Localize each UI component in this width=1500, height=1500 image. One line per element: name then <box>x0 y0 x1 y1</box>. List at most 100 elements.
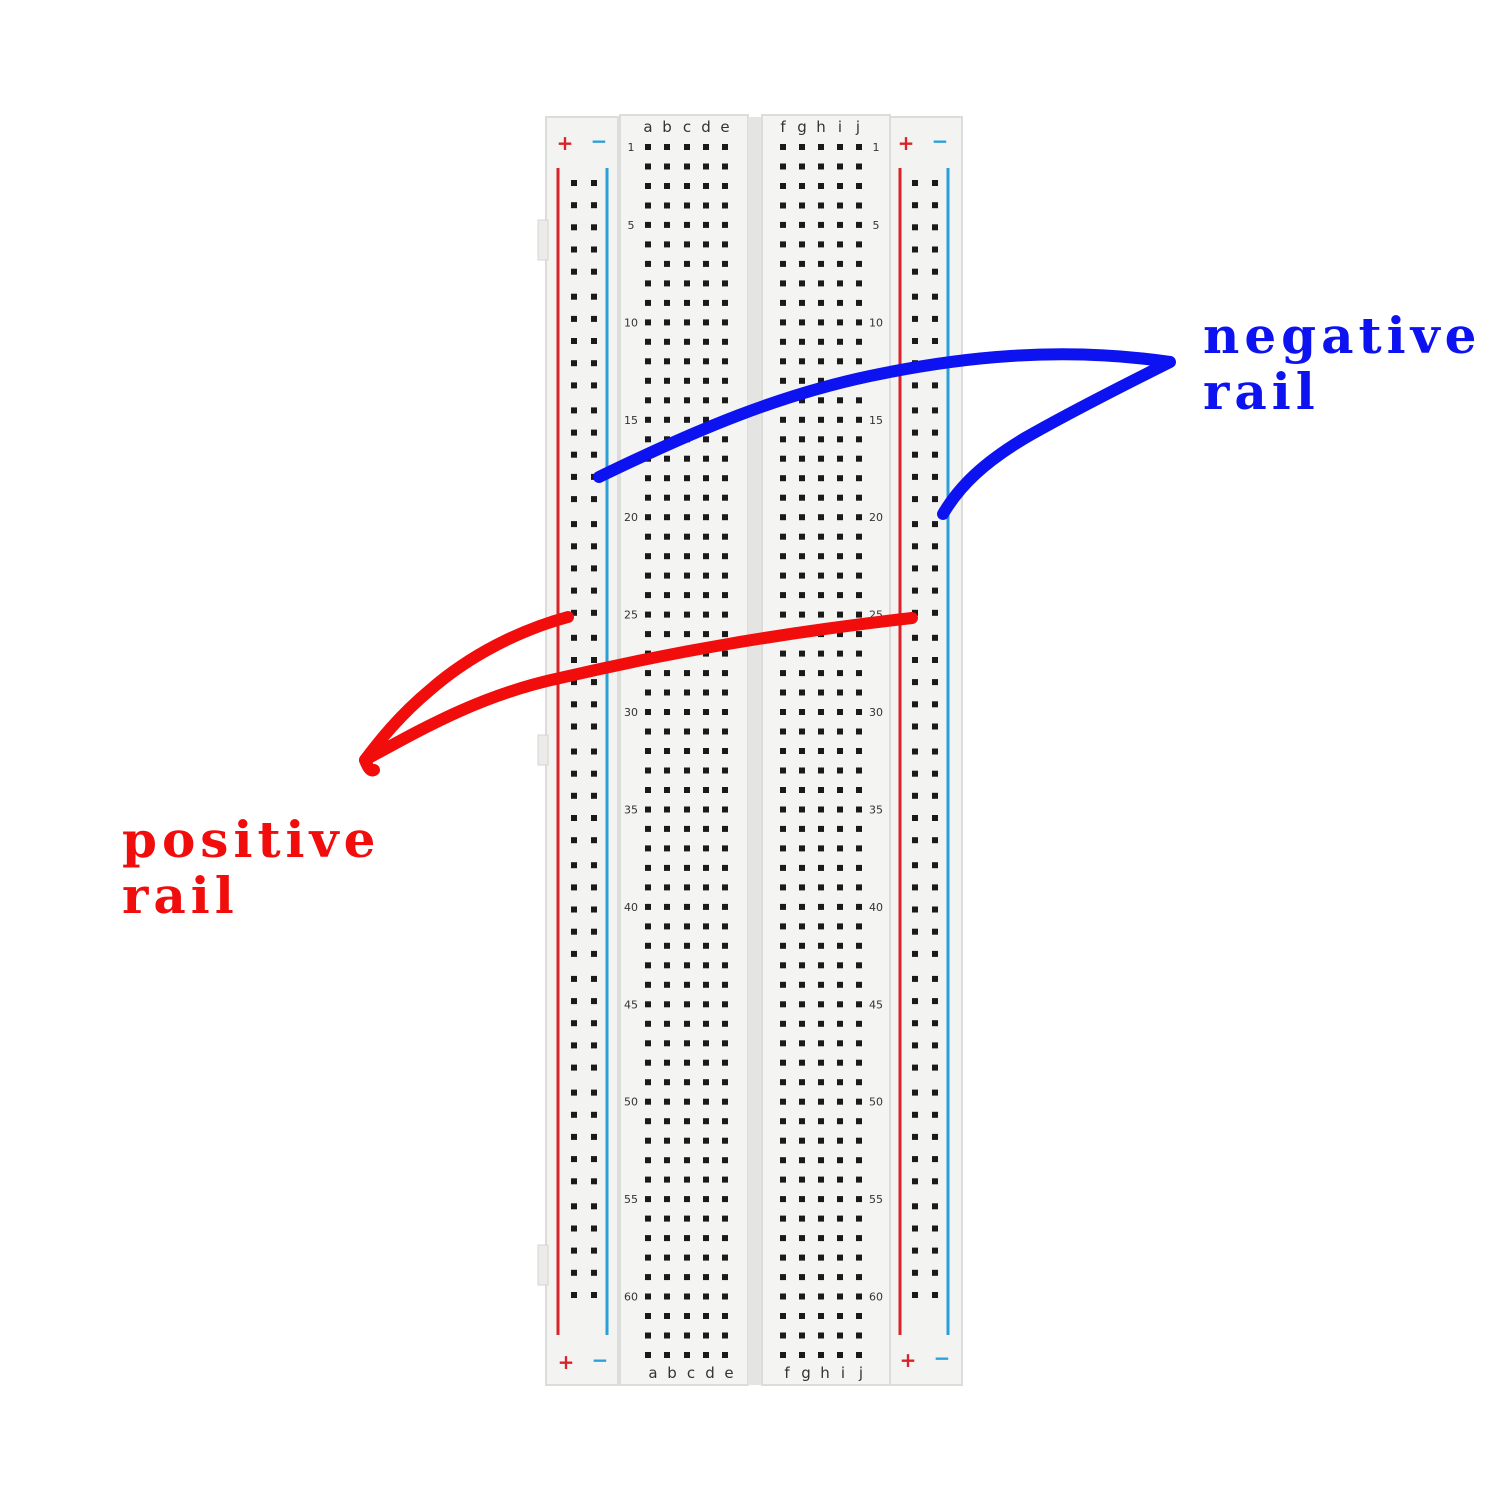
breadboard-hole[interactable] <box>684 1020 690 1027</box>
breadboard-hole[interactable] <box>645 1098 651 1105</box>
breadboard-hole[interactable] <box>684 260 690 267</box>
breadboard-hole[interactable] <box>932 268 938 275</box>
breadboard-hole[interactable] <box>837 533 843 540</box>
breadboard-hole[interactable] <box>818 1176 824 1183</box>
breadboard-hole[interactable] <box>912 521 918 528</box>
breadboard-hole[interactable] <box>799 1196 805 1203</box>
breadboard-hole[interactable] <box>837 1313 843 1319</box>
breadboard-hole[interactable] <box>780 358 786 365</box>
breadboard-hole[interactable] <box>932 382 938 389</box>
breadboard-hole[interactable] <box>856 1020 862 1027</box>
breadboard-hole[interactable] <box>856 1137 862 1144</box>
breadboard-hole[interactable] <box>571 1042 577 1049</box>
breadboard-hole[interactable] <box>837 825 843 832</box>
breadboard-hole[interactable] <box>684 942 690 949</box>
breadboard-hole[interactable] <box>818 728 824 735</box>
breadboard-hole[interactable] <box>856 670 862 677</box>
breadboard-hole[interactable] <box>664 358 670 365</box>
breadboard-hole[interactable] <box>912 224 918 231</box>
breadboard-hole[interactable] <box>799 377 805 384</box>
breadboard-hole[interactable] <box>645 183 651 189</box>
breadboard-hole[interactable] <box>703 514 709 521</box>
breadboard-hole[interactable] <box>722 767 728 774</box>
breadboard-hole[interactable] <box>932 770 938 777</box>
breadboard-hole[interactable] <box>932 1042 938 1049</box>
breadboard-hole[interactable] <box>912 1064 918 1071</box>
breadboard-hole[interactable] <box>722 1059 728 1066</box>
breadboard-hole[interactable] <box>780 806 786 813</box>
breadboard-hole[interactable] <box>780 338 786 345</box>
breadboard-hole[interactable] <box>932 998 938 1005</box>
breadboard-hole[interactable] <box>912 293 918 300</box>
breadboard-hole[interactable] <box>684 767 690 774</box>
breadboard-hole[interactable] <box>780 1235 786 1242</box>
breadboard-hole[interactable] <box>703 1157 709 1164</box>
breadboard-hole[interactable] <box>799 241 805 248</box>
breadboard-hole[interactable] <box>684 981 690 988</box>
breadboard-hole[interactable] <box>780 884 786 891</box>
breadboard-hole[interactable] <box>799 884 805 891</box>
breadboard-hole[interactable] <box>684 884 690 891</box>
breadboard-hole[interactable] <box>818 787 824 793</box>
breadboard-hole[interactable] <box>684 163 690 170</box>
breadboard-hole[interactable] <box>837 1332 843 1339</box>
breadboard-hole[interactable] <box>645 962 651 969</box>
breadboard-hole[interactable] <box>684 845 690 852</box>
breadboard-hole[interactable] <box>684 709 690 715</box>
breadboard-hole[interactable] <box>664 377 670 384</box>
breadboard-hole[interactable] <box>780 962 786 969</box>
breadboard-hole[interactable] <box>837 1352 843 1358</box>
breadboard-hole[interactable] <box>780 299 786 306</box>
breadboard-hole[interactable] <box>645 1293 651 1300</box>
breadboard-hole[interactable] <box>780 923 786 930</box>
breadboard-hole[interactable] <box>645 1215 651 1222</box>
breadboard-hole[interactable] <box>722 592 728 599</box>
breadboard-hole[interactable] <box>799 416 805 423</box>
breadboard-hole[interactable] <box>664 845 670 852</box>
breadboard-hole[interactable] <box>591 609 597 616</box>
breadboard-hole[interactable] <box>818 1215 824 1222</box>
breadboard-hole[interactable] <box>837 202 843 209</box>
breadboard-hole[interactable] <box>703 377 709 384</box>
breadboard-hole[interactable] <box>799 709 805 715</box>
breadboard-hole[interactable] <box>856 397 862 404</box>
breadboard-hole[interactable] <box>571 1292 577 1298</box>
breadboard-hole[interactable] <box>591 770 597 777</box>
breadboard-hole[interactable] <box>799 1157 805 1164</box>
breadboard-hole[interactable] <box>664 592 670 599</box>
breadboard-hole[interactable] <box>645 864 651 871</box>
breadboard-hole[interactable] <box>818 962 824 969</box>
breadboard-hole[interactable] <box>645 1137 651 1144</box>
breadboard-hole[interactable] <box>912 1042 918 1049</box>
breadboard-hole[interactable] <box>571 609 577 616</box>
breadboard-hole[interactable] <box>722 884 728 891</box>
breadboard-hole[interactable] <box>780 825 786 832</box>
breadboard-hole[interactable] <box>684 806 690 813</box>
breadboard-hole[interactable] <box>664 806 670 813</box>
breadboard-hole[interactable] <box>571 723 577 730</box>
breadboard-hole[interactable] <box>722 1235 728 1242</box>
breadboard-hole[interactable] <box>703 163 709 170</box>
breadboard-hole[interactable] <box>932 906 938 913</box>
breadboard-hole[interactable] <box>684 1040 690 1047</box>
breadboard-hole[interactable] <box>856 962 862 969</box>
breadboard-hole[interactable] <box>837 864 843 871</box>
breadboard-hole[interactable] <box>664 455 670 462</box>
breadboard-hole[interactable] <box>645 1157 651 1164</box>
breadboard-hole[interactable] <box>856 1040 862 1047</box>
breadboard-hole[interactable] <box>837 1157 843 1164</box>
breadboard-hole[interactable] <box>703 592 709 599</box>
breadboard-hole[interactable] <box>799 1176 805 1183</box>
breadboard-hole[interactable] <box>856 436 862 443</box>
breadboard-hole[interactable] <box>591 1178 597 1185</box>
breadboard-hole[interactable] <box>664 728 670 735</box>
breadboard-hole[interactable] <box>856 358 862 365</box>
breadboard-hole[interactable] <box>818 338 824 345</box>
breadboard-hole[interactable] <box>799 787 805 793</box>
breadboard-hole[interactable] <box>912 815 918 821</box>
breadboard-hole[interactable] <box>856 260 862 267</box>
breadboard-hole[interactable] <box>856 1313 862 1319</box>
breadboard-hole[interactable] <box>780 572 786 579</box>
breadboard-hole[interactable] <box>856 553 862 560</box>
breadboard-hole[interactable] <box>571 1203 577 1210</box>
